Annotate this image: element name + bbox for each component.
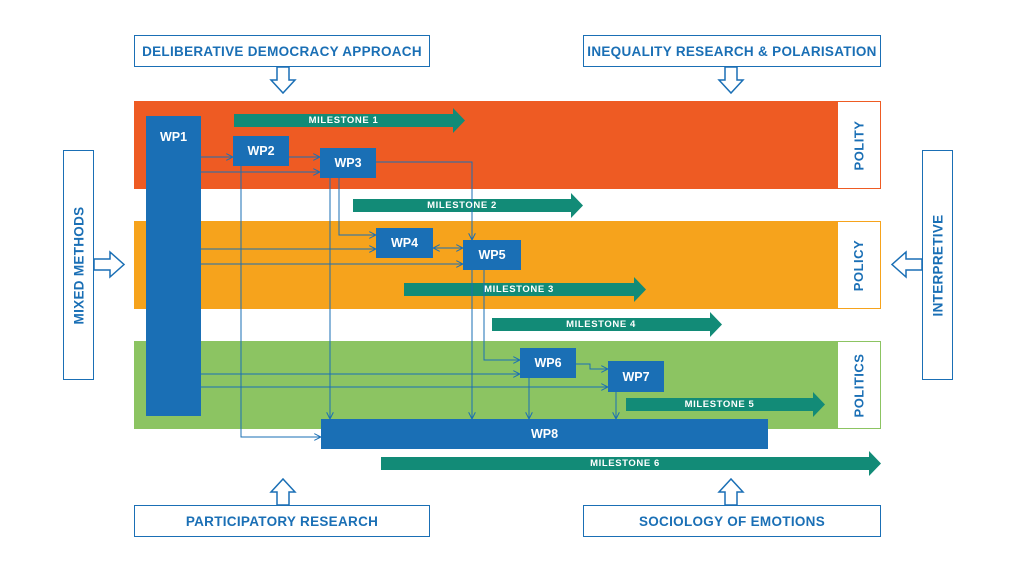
wp2-label: WP2 bbox=[247, 144, 275, 158]
milestone-5-label: MILESTONE 5 bbox=[684, 399, 755, 410]
wp1-label: WP1 bbox=[159, 130, 188, 144]
polity-label-box: POLITY bbox=[837, 101, 881, 189]
milestone-1-label: MILESTONE 1 bbox=[308, 115, 379, 126]
down-arrow-deliberative bbox=[269, 66, 297, 95]
sociology-of-emotions-box: SOCIOLOGY OF EMOTIONS bbox=[583, 505, 881, 537]
interpretive-label: INTERPRETIVE bbox=[930, 214, 945, 316]
politics-band bbox=[134, 341, 837, 429]
right-arrow-mixed-methods bbox=[93, 250, 126, 279]
interpretive-box: INTERPRETIVE bbox=[922, 150, 953, 380]
deliberative-democracy-label: DELIBERATIVE DEMOCRACY APPROACH bbox=[142, 43, 422, 59]
wp6-label: WP6 bbox=[534, 356, 562, 370]
deliberative-democracy-box: DELIBERATIVE DEMOCRACY APPROACH bbox=[134, 35, 430, 67]
wp2-box: WP2 bbox=[233, 136, 289, 166]
wp8-box: WP8 bbox=[321, 419, 768, 449]
wp5-label: WP5 bbox=[478, 248, 506, 262]
milestone-6-label: MILESTONE 6 bbox=[590, 458, 660, 469]
sociology-of-emotions-label: SOCIOLOGY OF EMOTIONS bbox=[638, 513, 826, 529]
polity-label: POLITY bbox=[851, 120, 867, 170]
participatory-research-label: PARTICIPATORY RESEARCH bbox=[185, 513, 379, 529]
left-arrow-interpretive bbox=[890, 250, 923, 279]
milestone-3-label: MILESTONE 3 bbox=[484, 284, 554, 295]
wp1-box: WP1 bbox=[146, 116, 201, 416]
wp7-label: WP7 bbox=[622, 369, 650, 384]
up-arrow-sociology bbox=[717, 477, 745, 506]
wp8-label: WP8 bbox=[530, 427, 559, 441]
milestone-4-label: MILESTONE 4 bbox=[566, 319, 636, 330]
wp3-label: WP3 bbox=[334, 156, 362, 170]
wp7-box: WP7 bbox=[608, 361, 664, 392]
wp4-label: WP4 bbox=[390, 236, 419, 250]
milestone-2-label: MILESTONE 2 bbox=[427, 200, 497, 211]
inequality-research-box: INEQUALITY RESEARCH & POLARISATION bbox=[583, 35, 881, 67]
participatory-research-box: PARTICIPATORY RESEARCH bbox=[134, 505, 430, 537]
politics-label-box: POLITICS bbox=[837, 341, 881, 429]
wp3-box: WP3 bbox=[320, 148, 376, 178]
mixed-methods-label: MIXED METHODS bbox=[71, 206, 86, 324]
inequality-research-label: INEQUALITY RESEARCH & POLARISATION bbox=[587, 43, 877, 59]
wp4-box: WP4 bbox=[376, 228, 433, 258]
policy-label-box: POLICY bbox=[837, 221, 881, 309]
up-arrow-participatory bbox=[269, 477, 297, 506]
wp6-box: WP6 bbox=[520, 348, 576, 378]
policy-label: POLICY bbox=[851, 239, 867, 291]
down-arrow-inequality bbox=[717, 66, 745, 95]
mixed-methods-box: MIXED METHODS bbox=[63, 150, 94, 380]
politics-label: POLITICS bbox=[851, 353, 867, 417]
wp5-box: WP5 bbox=[463, 240, 521, 270]
